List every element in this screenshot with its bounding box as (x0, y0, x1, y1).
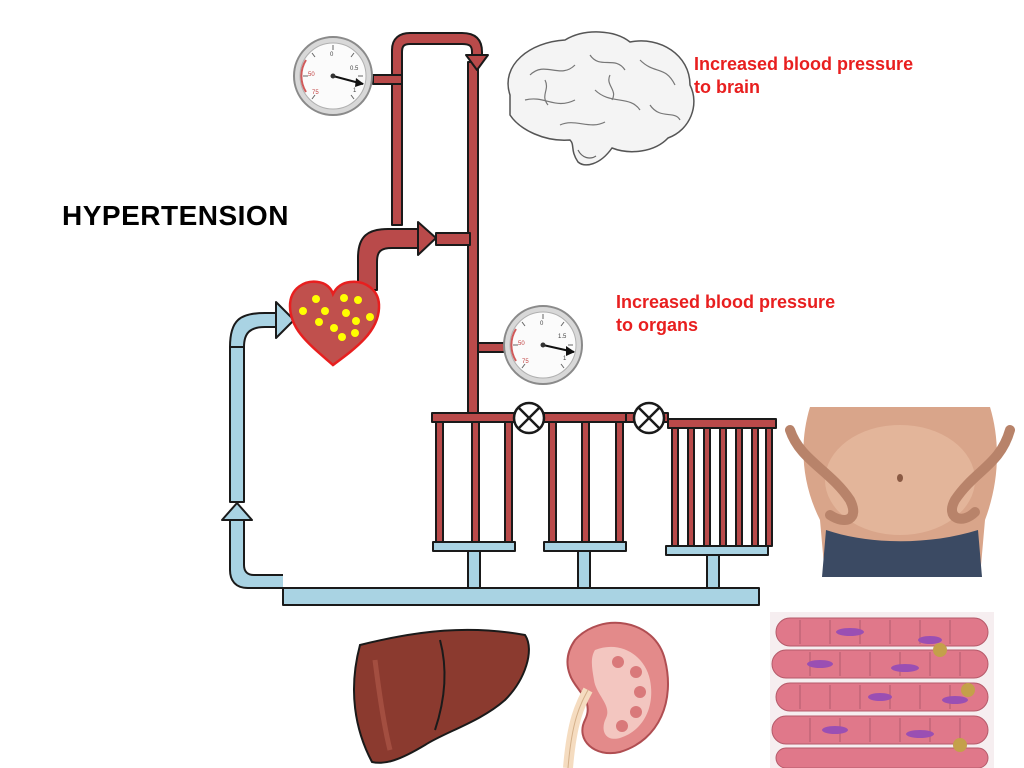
valve-closed-icon (632, 401, 666, 435)
liver-illustration (353, 628, 530, 764)
heart-dots (299, 294, 374, 341)
organs-pressure-label-line2: to organs (616, 315, 699, 336)
gauge-tick: 50 (518, 341, 525, 347)
brain-pressure-label-line2: to brain (694, 77, 760, 98)
valve-closed-icon (512, 401, 546, 435)
artery-aortic-arch (357, 228, 421, 291)
gauge-tick: 50 (308, 72, 315, 78)
brain-pressure-label-line1: Increased blood pressure (694, 54, 914, 74)
brain-pressure-label: Increased blood pressure to brain (694, 53, 913, 100)
muscle-fibers-illustration (770, 612, 994, 768)
artery-system (357, 32, 777, 547)
gauge-tick: 1 (353, 88, 357, 94)
heart (288, 280, 381, 367)
gauge-tick: 75 (312, 90, 319, 96)
diagram-title: HYPERTENSION (62, 200, 289, 231)
gauge-tick: 0 (540, 321, 544, 327)
gauge-tick: 0 (330, 52, 334, 58)
kidney-illustration (563, 621, 669, 768)
vein-system (221, 301, 769, 606)
gauge-tick: 75 (522, 359, 529, 365)
organs-pressure-label: Increased blood pressure to organs (616, 291, 835, 338)
gauge-tick: 0.5 (350, 66, 359, 72)
gauge-tick: 1.5 (558, 334, 567, 340)
brain-illustration (507, 31, 695, 166)
gauge-tick: 1 (563, 356, 567, 362)
vein-return-loop (229, 514, 283, 589)
belly-photo (778, 407, 1024, 577)
pressure-gauge: 0 0.5 1 50 75 (293, 36, 373, 116)
pressure-gauge: 0 1.5 1 50 75 (503, 305, 583, 385)
organs-pressure-label-line1: Increased blood pressure (616, 292, 836, 312)
